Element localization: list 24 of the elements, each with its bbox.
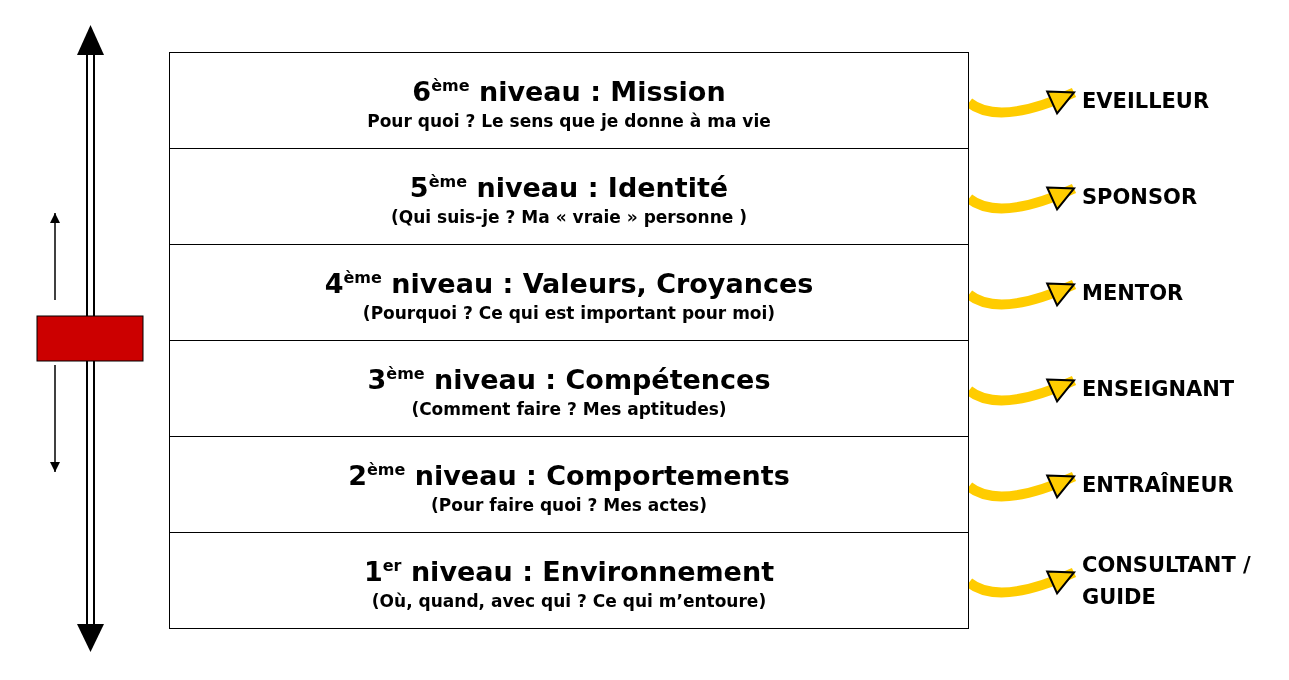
level-box	[169, 340, 969, 437]
level-description: (Pourquoi ? Ce qui est important pour moi)	[362, 301, 776, 325]
role-label: MENTOR	[1082, 276, 1272, 309]
role-label: ENTRAÎNEUR	[1082, 468, 1272, 501]
role-label: ENSEIGNANT	[1082, 372, 1272, 405]
level-box	[169, 436, 969, 533]
level-description: (Qui suis-je ? Ma « vraie » personne )	[391, 205, 747, 229]
role-label: SPONSOR	[1082, 180, 1272, 213]
level-title: 6$^{ème}$ niveau : Mission	[412, 74, 726, 109]
level-title: 5$^{ème}$ niveau : Identité	[409, 170, 729, 205]
level-description: (Comment faire ? Mes aptitudes)	[411, 397, 727, 421]
level-title: 3$^{ème}$ niveau : Compétences	[367, 362, 771, 397]
role-label: CONSULTANT / GUIDE	[1082, 548, 1272, 613]
level-description: Pour quoi ? Le sens que je donne à ma vie	[367, 109, 771, 133]
level-description: (Pour faire quoi ? Mes actes)	[431, 493, 707, 517]
level-title: 2$^{ème}$ niveau : Comportements	[348, 458, 790, 493]
level-box	[169, 52, 969, 149]
level-box	[169, 532, 969, 629]
level-box	[169, 244, 969, 341]
level-box	[169, 148, 969, 245]
level-title: 4$^{ème}$ niveau : Valeurs, Croyances	[324, 266, 814, 301]
level-title: 1$^{er}$ niveau : Environnement	[363, 554, 775, 589]
level-description: (Où, quand, avec qui ? Ce qui m’entoure)	[371, 589, 767, 613]
role-label: EVEILLEUR	[1082, 84, 1272, 117]
